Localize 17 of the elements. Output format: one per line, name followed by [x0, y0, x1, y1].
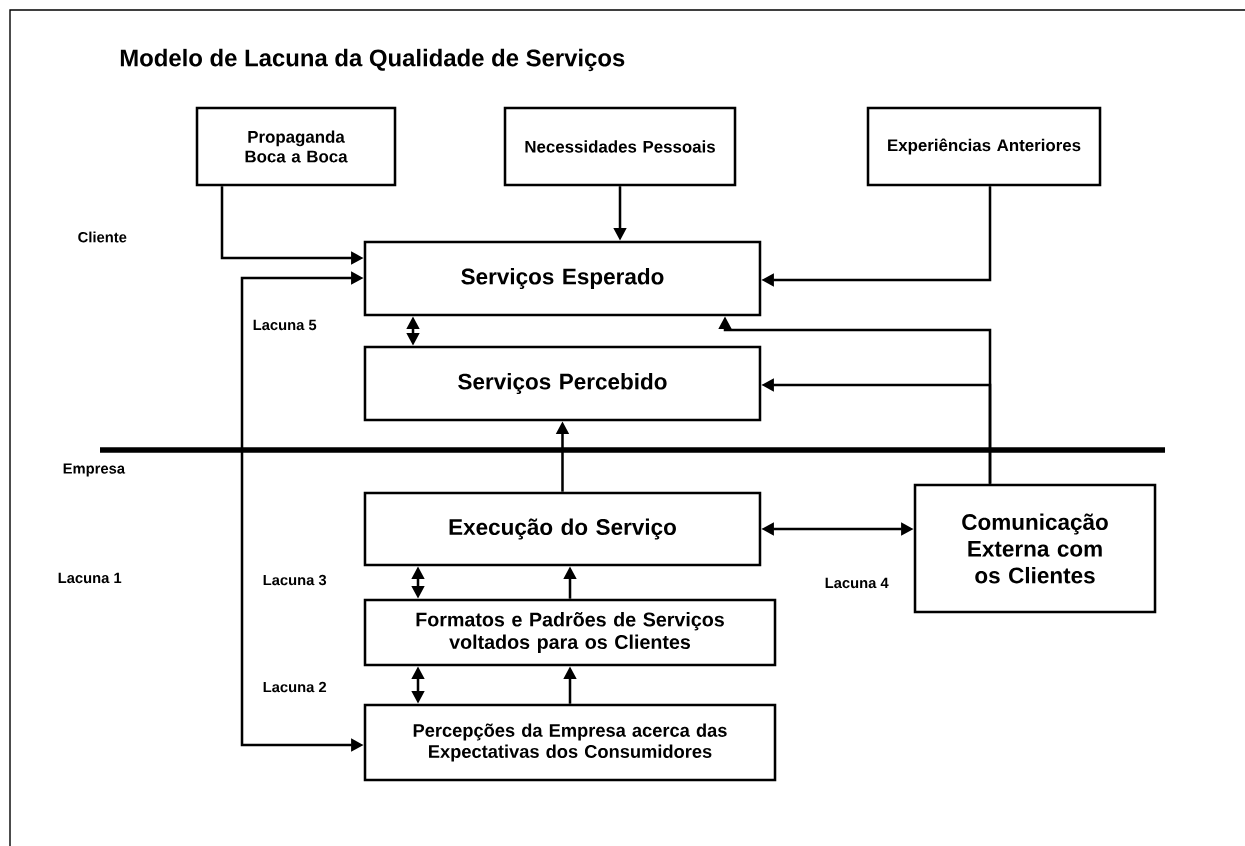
process-box: Execução do Serviço: [363, 491, 762, 567]
process-box: Propaganda Boca a Boca: [195, 106, 397, 187]
side-label: Lacuna 5: [253, 319, 317, 331]
side-label: Lacuna 3: [263, 574, 327, 586]
title: Modelo de Lacuna da Qualidade de Serviços: [120, 48, 625, 72]
process-box: Serviços Esperado: [363, 240, 762, 317]
side-label: Cliente: [78, 231, 127, 243]
process-box: Necessidades Pessoais: [503, 106, 737, 187]
process-box: Serviços Percebido: [363, 345, 762, 422]
process-box: Formatos e Padrões de Serviços voltados para os Clientes: [363, 598, 777, 667]
side-label: Lacuna 2: [263, 681, 327, 693]
process-box: Percepções da Empresa acerca das Expectativas dos Consumidores: [363, 703, 777, 782]
process-box: Comunicação Externa com os Clientes: [913, 483, 1157, 614]
side-label: Lacuna 1: [58, 572, 122, 584]
side-label: Lacuna 4: [825, 577, 889, 589]
process-box: Experiências Anteriores: [866, 106, 1102, 187]
side-label: Empresa: [63, 463, 126, 477]
